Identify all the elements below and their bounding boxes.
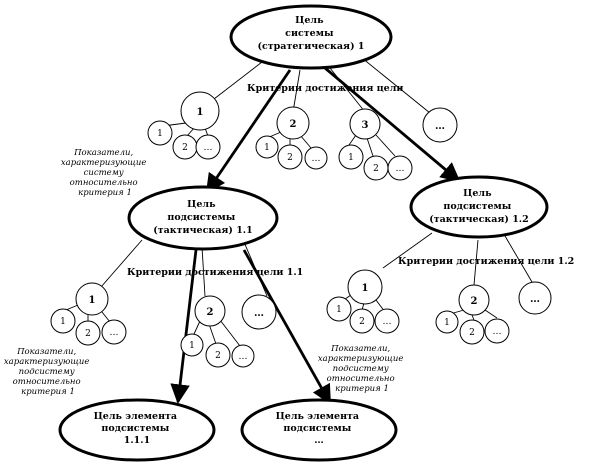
indicator-label: 2: [287, 153, 293, 163]
indicator-node: [75, 320, 101, 346]
criterion-label: 1: [89, 295, 96, 306]
indicator-label: …: [493, 327, 502, 337]
indicator-label: 2: [373, 164, 379, 174]
indicator-label: …: [204, 143, 213, 153]
indicator-label: 2: [215, 351, 221, 361]
indicator-label: 2: [182, 143, 188, 153]
system-goal-text: Цель системы (стратегическая) 1: [258, 15, 365, 52]
criterion-label: …: [435, 121, 445, 132]
indicator-label: …: [312, 154, 321, 164]
indicator-label: 1: [189, 341, 195, 351]
criterion-node: [458, 284, 490, 316]
indicator-label: …: [239, 352, 248, 362]
indicator-label: 1: [264, 143, 270, 153]
indicator-node: [205, 342, 231, 368]
indicator-node: [147, 120, 173, 146]
indicator-node: [50, 308, 76, 334]
arrow-to-element-dots: [242, 249, 332, 405]
element-goal-1-1-1-ellipse: [58, 398, 216, 462]
arrow-to-subsystem-1-2: [324, 66, 461, 183]
indicator-node: [387, 155, 413, 181]
indicator-node: [101, 319, 127, 345]
indicator-label: 2: [359, 317, 365, 327]
criterion-label: …: [254, 308, 264, 319]
system-indicators-note: Показатели, характеризующие систему отно…: [61, 148, 149, 198]
criterion-node: [75, 282, 109, 316]
element-goal-dots-text: Цель элемента подсистемы …: [276, 411, 363, 446]
subsystem-1-2-indicator-nodes: [326, 296, 510, 345]
indicator-label: …: [110, 328, 119, 338]
indicator-node: [435, 310, 459, 334]
indicator-label: 1: [348, 153, 354, 163]
subsystem-1-1-indicator-nodes: [50, 308, 255, 368]
indicator-label: …: [383, 317, 392, 327]
indicator-node: [338, 144, 364, 170]
criterion-label: 1: [197, 107, 204, 118]
indicator-node: [195, 134, 221, 160]
indicator-label: 1: [336, 305, 342, 315]
criterion-node: [518, 281, 552, 315]
criterion-label: 2: [207, 307, 214, 318]
system-criteria-nodes: [180, 91, 458, 143]
decomposition-arrows: [170, 66, 461, 405]
criterion-node: [180, 91, 220, 131]
indicator-node: [231, 344, 255, 368]
subsystem-1-1-criteria-nodes: [75, 282, 277, 330]
indicator-node: [255, 135, 279, 159]
indicator-node: [459, 319, 485, 345]
indicator-node: [180, 333, 204, 357]
indicator-node: [374, 308, 400, 334]
subsystem-1-1-criteria-caption: Критерии достижения цели 1.1: [127, 267, 303, 278]
criterion-label: 1: [362, 283, 369, 294]
indicator-label: 1: [444, 318, 450, 328]
system-indicator-nodes: [147, 120, 413, 181]
criterion-node: [422, 107, 458, 143]
subsystem-1-2-criteria-caption: Критерии достижения цели 1.2: [398, 256, 574, 267]
arrow-to-element-1-1-1: [170, 249, 198, 404]
subsystem-1-2-indicators-note: Показатели, характеризующие подсистему о…: [318, 344, 406, 394]
indicator-node: [326, 296, 352, 322]
indicator-label: 1: [157, 129, 163, 139]
criterion-label: 2: [471, 296, 478, 307]
indicator-label: …: [396, 164, 405, 174]
criterion-node: [349, 108, 381, 140]
indicator-node: [277, 144, 303, 170]
subsystem-goal-1-2-ellipse: [409, 175, 549, 239]
system-goal-ellipse: [229, 4, 393, 70]
element-goal-1-1-1-text: Цель элемента подсистемы 1.1.1: [94, 411, 181, 446]
indicator-label: 1: [60, 317, 66, 327]
criterion-label: 2: [290, 119, 297, 130]
indicator-label: 2: [469, 328, 475, 338]
indicator-label: 2: [85, 329, 91, 339]
subsystem-goal-1-1-ellipse: [127, 185, 279, 251]
indicator-node: [304, 146, 328, 170]
indicator-node: [349, 308, 375, 334]
subsystem-goal-1-1-text: Цель подсистемы (тактическая) 1.1: [153, 199, 252, 236]
system-criteria-caption: Критерии достижения цели: [247, 83, 403, 94]
indicator-node: [484, 318, 510, 344]
criterion-node: [241, 294, 277, 330]
subsystem-goal-1-2-text: Цель подсистемы (тактическая) 1.2: [429, 188, 528, 225]
subsystem-1-2-criteria-nodes: [347, 269, 552, 316]
arrow-to-subsystem-1-1: [205, 69, 292, 194]
criterion-node: [276, 106, 310, 140]
criterion-label: 3: [362, 120, 369, 131]
criterion-node: [347, 269, 383, 305]
criterion-node: [194, 295, 226, 327]
criterion-label: …: [530, 294, 540, 305]
subsystem-1-1-indicators-note: Показатели, характеризующие подсистему о…: [4, 347, 92, 397]
element-goal-dots-ellipse: [240, 398, 398, 462]
